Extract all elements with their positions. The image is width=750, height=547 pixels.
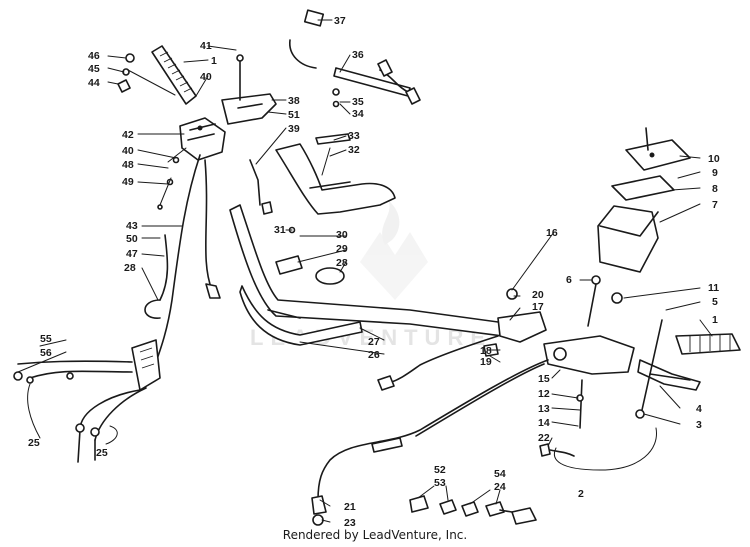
callout-1-right: 1 bbox=[712, 314, 718, 326]
callout-50: 50 bbox=[126, 233, 138, 245]
callout-18: 18 bbox=[480, 345, 492, 357]
callout-38: 38 bbox=[288, 95, 300, 107]
callout-3: 3 bbox=[696, 419, 702, 431]
callout-17: 17 bbox=[532, 301, 544, 313]
callout-19: 19 bbox=[480, 356, 492, 368]
callout-33: 33 bbox=[348, 130, 360, 142]
brake-line-hose bbox=[311, 359, 549, 526]
callout-7: 7 bbox=[712, 199, 718, 211]
callout-44: 44 bbox=[88, 77, 100, 89]
screw-small-parts bbox=[117, 53, 176, 96]
callout-14: 14 bbox=[538, 417, 550, 429]
callout-40-left: 40 bbox=[122, 145, 134, 157]
callout-10: 10 bbox=[708, 153, 720, 165]
leader-lines bbox=[17, 19, 713, 523]
callout-54: 54 bbox=[494, 468, 506, 480]
callout-40-top: 40 bbox=[200, 71, 212, 83]
callout-4: 4 bbox=[696, 403, 702, 415]
callout-15: 15 bbox=[538, 373, 550, 385]
callout-1-left: 1 bbox=[211, 55, 217, 67]
callout-52: 52 bbox=[434, 464, 446, 476]
handlebar-pad-bracket bbox=[275, 133, 396, 215]
callout-32: 32 bbox=[348, 144, 360, 156]
callout-11: 11 bbox=[708, 282, 719, 294]
callout-28-center: 28 bbox=[336, 257, 348, 269]
throttle-cable-assembly bbox=[13, 339, 161, 463]
callout-51: 51 bbox=[288, 109, 300, 121]
kill-switch-wire bbox=[249, 159, 345, 285]
callout-labels: 1 1 2 3 4 5 6 7 8 9 10 11 12 13 14 15 16… bbox=[28, 15, 720, 529]
callout-13: 13 bbox=[538, 403, 550, 415]
brake-reservoir bbox=[597, 127, 691, 304]
callout-20: 20 bbox=[532, 289, 544, 301]
callout-25-left: 25 bbox=[28, 437, 40, 449]
credit-caption: Rendered by LeadVenture, Inc. bbox=[282, 528, 468, 542]
callout-12: 12 bbox=[538, 388, 550, 400]
watermark-logo bbox=[360, 200, 428, 300]
callout-29: 29 bbox=[336, 243, 348, 255]
callout-43: 43 bbox=[126, 220, 138, 232]
left-control-housing bbox=[157, 117, 226, 210]
callout-41: 41 bbox=[200, 40, 212, 52]
callout-6: 6 bbox=[566, 274, 572, 286]
callout-5: 5 bbox=[712, 296, 718, 308]
throttle-lever-pivot bbox=[221, 54, 277, 125]
callout-53: 53 bbox=[434, 477, 446, 489]
callout-21: 21 bbox=[344, 501, 356, 513]
callout-22: 22 bbox=[538, 432, 550, 444]
callout-27: 27 bbox=[368, 336, 380, 348]
callout-55: 55 bbox=[40, 333, 52, 345]
callout-49: 49 bbox=[122, 176, 134, 188]
left-handgrip bbox=[151, 45, 197, 105]
callout-31: 31 bbox=[274, 224, 286, 236]
callout-56: 56 bbox=[40, 347, 52, 359]
callout-9: 9 bbox=[712, 167, 718, 179]
callout-36: 36 bbox=[352, 49, 364, 61]
callout-24: 24 bbox=[494, 481, 506, 493]
callout-28-left: 28 bbox=[124, 262, 136, 274]
callout-42: 42 bbox=[122, 129, 134, 141]
callout-2: 2 bbox=[578, 488, 584, 500]
callout-47: 47 bbox=[126, 248, 138, 260]
callout-35: 35 bbox=[352, 96, 364, 108]
callout-39: 39 bbox=[288, 123, 300, 135]
callout-34: 34 bbox=[352, 108, 364, 120]
callout-25-right: 25 bbox=[96, 447, 108, 459]
callout-37: 37 bbox=[334, 15, 346, 27]
callout-46: 46 bbox=[88, 50, 100, 62]
callout-26: 26 bbox=[368, 349, 380, 361]
callout-23: 23 bbox=[344, 517, 356, 529]
callout-30: 30 bbox=[336, 229, 348, 241]
callout-48: 48 bbox=[122, 159, 134, 171]
right-handgrip bbox=[675, 333, 741, 355]
callout-8: 8 bbox=[712, 183, 718, 195]
callout-16: 16 bbox=[546, 227, 558, 239]
brake-lever-master-cylinder bbox=[543, 275, 701, 429]
callout-45: 45 bbox=[88, 63, 100, 75]
